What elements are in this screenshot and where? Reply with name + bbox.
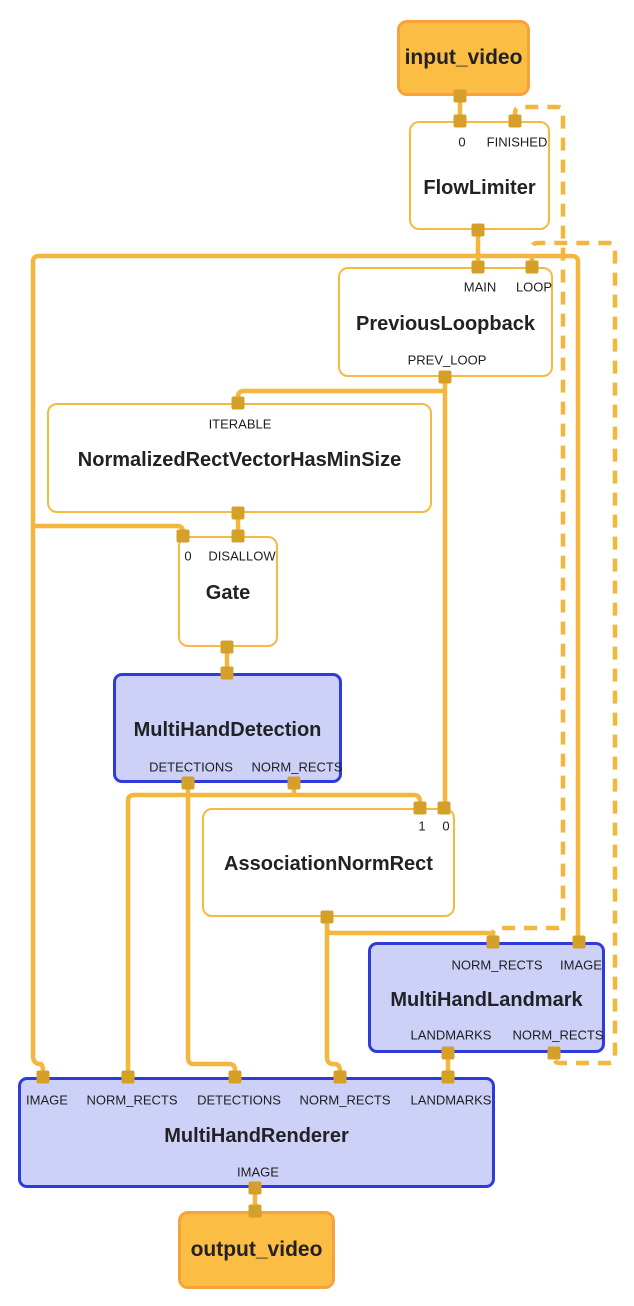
port-label-0: 0	[184, 548, 192, 564]
node-multihandrenderer[interactable]: IMAGE NORM_RECTS DETECTIONS NORM_RECTS L…	[18, 1077, 495, 1188]
port-label-landmarks: LANDMARKS	[410, 1092, 492, 1108]
port-label-norm-rects-1: NORM_RECTS	[86, 1092, 178, 1108]
port-label-landmarks: LANDMARKS	[410, 1027, 492, 1043]
port-label-disallow: DISALLOW	[208, 548, 276, 564]
edge-association-to-landmark-normrects	[324, 917, 496, 942]
port-label-image-out: IMAGE	[237, 1164, 279, 1180]
node-gate[interactable]: 0 DISALLOW Gate	[178, 536, 278, 647]
edge-backedge-finished	[490, 104, 566, 942]
node-flowlimiter[interactable]: 0 FINISHED FlowLimiter	[409, 121, 550, 230]
node-title: NormalizedRectVectorHasMinSize	[77, 449, 402, 471]
node-title: FlowLimiter	[423, 177, 536, 199]
port-label-norm-rects: NORM_RECTS	[251, 759, 343, 775]
port-label-norm-rects-in: NORM_RECTS	[451, 957, 543, 973]
port-label-norm-rects-2: NORM_RECTS	[299, 1092, 391, 1108]
port-label-iterable: ITERABLE	[208, 416, 272, 432]
node-output-video[interactable]: output_video	[178, 1211, 335, 1289]
port-label-detections: DETECTIONS	[197, 1092, 281, 1108]
port-label-norm-rects-out: NORM_RECTS	[512, 1027, 604, 1043]
edge-flowlimiter-to-gate-0	[33, 523, 186, 536]
node-title: MultiHandRenderer	[164, 1125, 349, 1147]
node-title: PreviousLoopback	[356, 313, 535, 335]
node-title: MultiHandLandmark	[390, 989, 583, 1011]
port-label-0: 0	[442, 818, 450, 834]
node-previousloopback[interactable]: MAIN LOOP PreviousLoopback PREV_LOOP	[338, 267, 553, 377]
node-normalizedrectvectorhasminsize[interactable]: ITERABLE NormalizedRectVectorHasMinSize	[47, 403, 432, 513]
port-label-finished: FINISHED	[486, 134, 548, 150]
port-label-1: 1	[418, 818, 426, 834]
node-multihandlandmark[interactable]: NORM_RECTS IMAGE MultiHandLandmark LANDM…	[368, 942, 605, 1053]
node-associationnormrect[interactable]: 1 0 AssociationNormRect	[202, 808, 455, 917]
node-title: Gate	[205, 582, 251, 604]
port-label-loop: LOOP	[515, 279, 553, 295]
port-label-image: IMAGE	[560, 957, 602, 973]
node-title: input_video	[404, 46, 523, 69]
node-title: MultiHandDetection	[133, 719, 322, 741]
port-label-detections: DETECTIONS	[149, 759, 233, 775]
node-input-video[interactable]: input_video	[397, 20, 530, 96]
edge-prevloop-to-normalized-iterable	[235, 388, 445, 403]
port-label-prev-loop: PREV_LOOP	[407, 352, 487, 368]
node-title: output_video	[190, 1238, 323, 1261]
node-title: AssociationNormRect	[224, 853, 433, 875]
edge-association-to-renderer-normrects	[324, 925, 343, 1077]
port-label-image: IMAGE	[26, 1092, 68, 1108]
node-multihanddetection[interactable]: MultiHandDetection DETECTIONS NORM_RECTS	[113, 673, 343, 783]
port-label-main: MAIN	[463, 279, 497, 295]
port-label-0: 0	[458, 134, 466, 150]
